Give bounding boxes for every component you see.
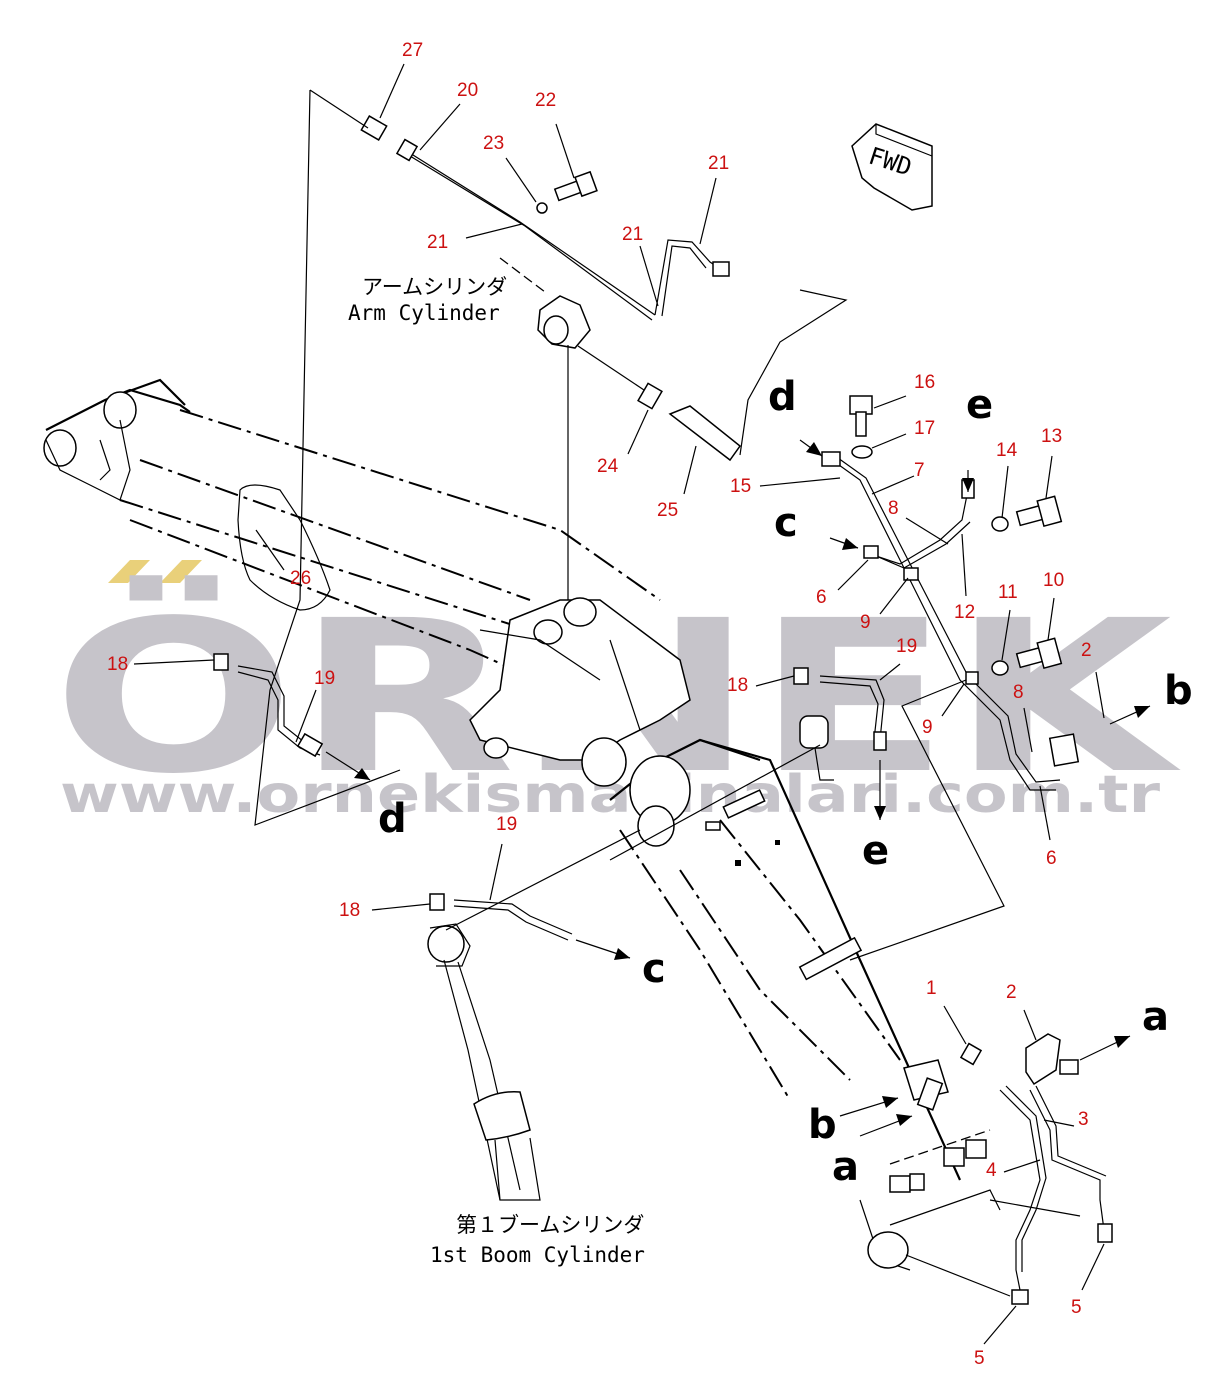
part-number: 19 — [314, 668, 335, 689]
part-number: 16 — [914, 372, 935, 393]
part-number: 21 — [708, 153, 729, 174]
part-number: 12 — [954, 602, 975, 623]
part-number: 17 — [914, 418, 935, 439]
part-number: 5 — [974, 1348, 985, 1369]
connection-arrows — [325, 439, 1151, 1137]
connection-letter: c — [774, 500, 798, 546]
part-number: 5 — [1071, 1297, 1082, 1318]
part-number: 20 — [457, 80, 478, 101]
part-number: 6 — [816, 587, 827, 608]
part-number: 4 — [986, 1160, 997, 1181]
part-number: 7 — [914, 460, 925, 481]
connection-letter: b — [1164, 668, 1193, 714]
part-number: 6 — [1046, 848, 1057, 869]
part-number: 19 — [496, 814, 517, 835]
part-numbers: 27 20 22 23 21 21 21 24 25 26 18 19 16 1… — [107, 40, 1092, 1369]
part-number: 9 — [922, 717, 933, 738]
part-number: 18 — [339, 900, 360, 921]
leader-lines — [133, 63, 1105, 1345]
connection-letter: b — [808, 1102, 837, 1148]
part-number: 3 — [1078, 1109, 1089, 1130]
part-number: 26 — [290, 568, 311, 589]
part-number: 11 — [998, 582, 1018, 603]
connection-letter: d — [378, 796, 407, 842]
part-number: 2 — [1081, 640, 1092, 661]
part-number: 27 — [402, 40, 423, 61]
connection-letters: d c e b d e c a b a — [378, 374, 1193, 1190]
boom-cylinder — [427, 923, 541, 1201]
connection-letter: a — [832, 1144, 859, 1190]
hoses — [213, 89, 1113, 1305]
part-number: 25 — [657, 500, 678, 521]
part-number: 13 — [1041, 426, 1062, 447]
connection-letter: d — [768, 374, 797, 420]
part-number: 21 — [427, 232, 448, 253]
part-number: 9 — [860, 612, 871, 633]
part-number: 14 — [996, 440, 1018, 461]
part-number: 10 — [1043, 570, 1064, 591]
arm-cylinder — [499, 257, 591, 600]
connection-letter: c — [642, 946, 666, 992]
part-number: 23 — [483, 133, 504, 154]
part-number: 24 — [597, 456, 619, 477]
part-number: 8 — [1013, 682, 1024, 703]
connection-letter: e — [966, 382, 993, 428]
part-number: 2 — [1006, 982, 1017, 1003]
boom-cylinder-label-jp: 第１ブームシリンダ — [456, 1213, 644, 1237]
part-number: 1 — [926, 978, 937, 999]
fwd-badge: FWD — [851, 123, 933, 211]
arm-structure — [43, 378, 691, 787]
part-number: 18 — [727, 675, 748, 696]
connection-letter: a — [1142, 994, 1169, 1040]
connection-letter: e — [862, 828, 889, 874]
arm-cylinder-label-en: Arm Cylinder — [348, 301, 500, 325]
part-number: 22 — [535, 90, 556, 111]
part-number: 8 — [888, 498, 899, 519]
part-number: 21 — [622, 224, 643, 245]
part-number: 19 — [896, 636, 917, 657]
arm-cylinder-label-jp: アームシリンダ — [362, 275, 507, 299]
boom-cylinder-label-en: 1st Boom Cylinder — [430, 1243, 645, 1267]
part-number: 18 — [107, 654, 128, 675]
part-number: 15 — [730, 476, 751, 497]
